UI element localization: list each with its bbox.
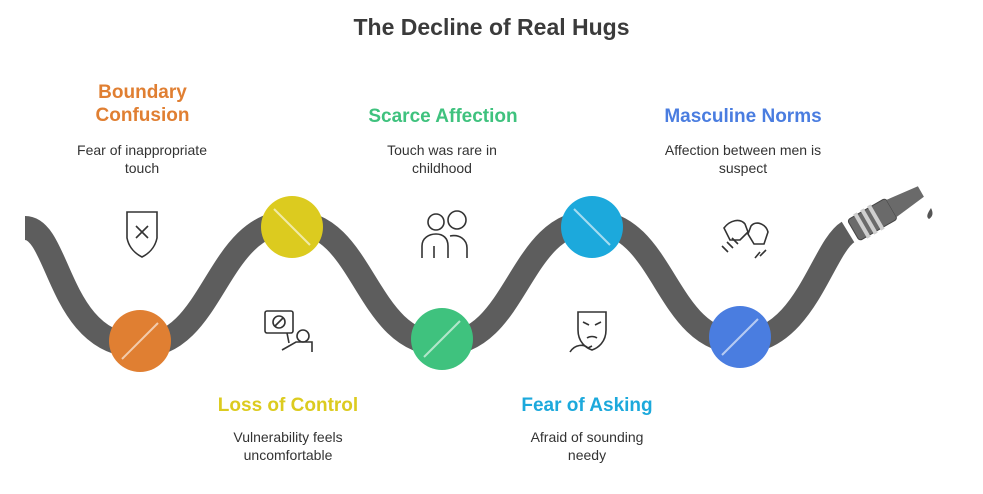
diagram-title: The Decline of Real Hugs: [353, 14, 630, 40]
knot-cyan: [561, 196, 623, 258]
label-fear-of-asking: Fear of Asking: [521, 395, 653, 416]
people-icon: [421, 210, 468, 258]
label-loss-of-control: Loss of Control: [217, 395, 359, 416]
knot-blue: [709, 306, 771, 368]
label-masculine-norms: Masculine Norms: [664, 106, 822, 127]
stop-sign-person-icon: [264, 310, 313, 352]
mask-thinking-icon: [569, 311, 607, 353]
fist-bump-icon: [721, 219, 769, 259]
desc-scarce-affection: Touch was rare in childhood: [387, 142, 497, 176]
desc-masculine-norms: Affection between men is suspect: [664, 142, 822, 176]
hose-nozzle: [847, 186, 924, 241]
knot-green: [411, 308, 473, 370]
drip: [927, 208, 933, 219]
desc-fear-of-asking: Afraid of sounding needy: [530, 429, 644, 463]
label-boundary-confusion: Boundary Confusion: [95, 82, 190, 126]
desc-boundary-confusion: Fear of inappropriate touch: [77, 142, 207, 176]
desc-loss-of-control: Vulnerability feels uncomfortable: [233, 429, 343, 463]
knot-yellow: [261, 196, 323, 258]
label-scarce-affection: Scarce Affection: [368, 106, 518, 127]
shield-x-icon: [126, 211, 158, 258]
knot-orange: [109, 310, 171, 372]
